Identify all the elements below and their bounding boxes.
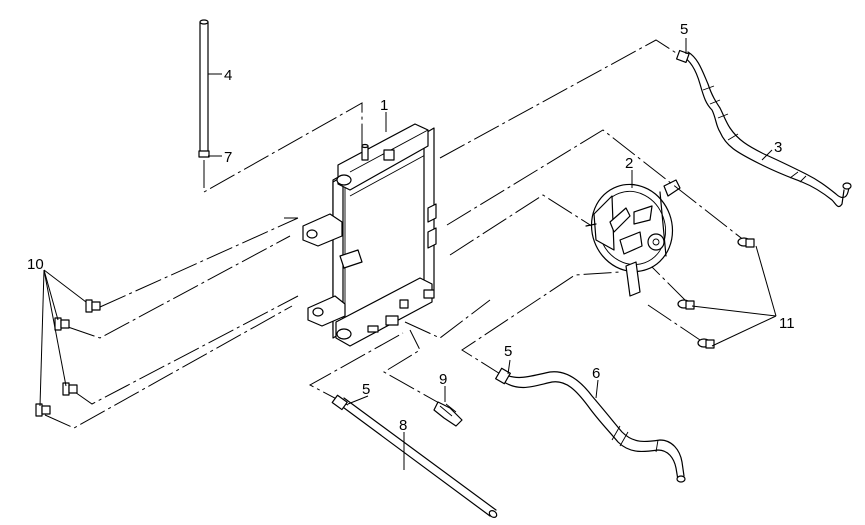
callout-9: 9	[439, 371, 447, 388]
callout-2: 2	[625, 155, 633, 172]
part-9-sensor	[433, 401, 463, 427]
part-2-fan	[585, 179, 681, 297]
callout-11: 11	[779, 315, 795, 332]
grommet-11a	[737, 237, 755, 248]
callout-6: 6	[592, 365, 600, 382]
bolt-10d	[35, 403, 51, 417]
callout-10: 10	[27, 256, 44, 273]
callout-3: 3	[774, 139, 782, 156]
part-1-radiator	[302, 123, 437, 347]
part-10-bolts	[35, 299, 101, 417]
leader-lines	[39, 38, 777, 470]
part-6-lower-hose	[495, 367, 686, 483]
part-4-tube	[198, 19, 210, 158]
bolt-10a	[85, 299, 101, 313]
grommet-11b	[677, 299, 695, 310]
grommet-11c	[697, 338, 715, 349]
callout-labels: 1 2 3 4 5 5 5 6 7 8 9 10 11	[27, 21, 795, 434]
part-11-grommets	[677, 237, 755, 349]
bolt-10c	[62, 382, 78, 396]
callout-4: 4	[224, 67, 232, 84]
callout-5-overflow-tube: 5	[362, 381, 370, 398]
callout-1: 1	[380, 97, 388, 114]
part-8-overflow-tube	[331, 394, 498, 518]
bolt-10b	[54, 317, 70, 331]
callout-7: 7	[224, 149, 232, 166]
part-3-upper-hose	[675, 49, 852, 208]
callout-5-upper-hose: 5	[680, 21, 688, 38]
callout-5-lower-hose: 5	[504, 343, 512, 360]
callout-8: 8	[399, 417, 407, 434]
